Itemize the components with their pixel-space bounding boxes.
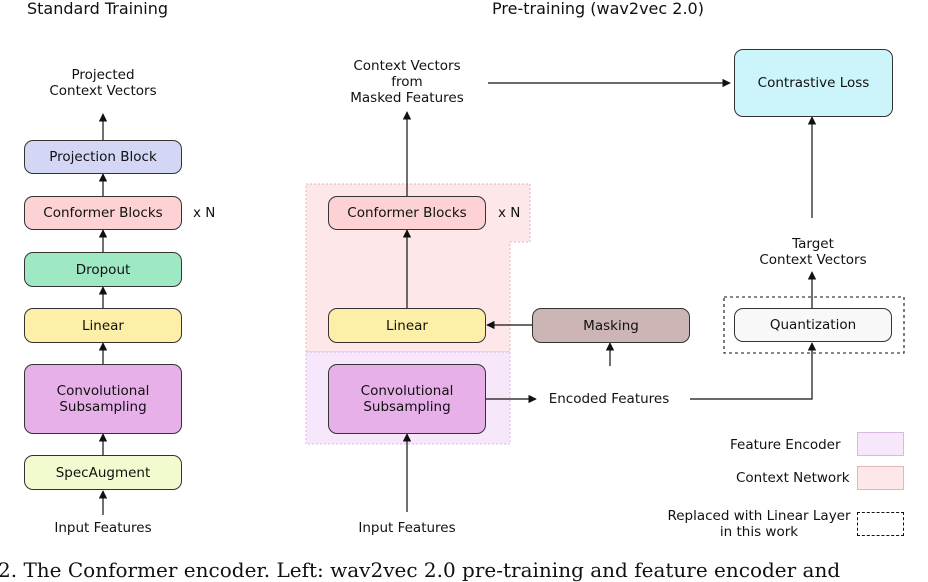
pretraining-linear-block: Linear	[328, 308, 486, 343]
pretraining-input-features-label: Input Features	[358, 520, 456, 536]
pretraining-convolutional-subsampling-block: Convolutional Subsampling	[328, 364, 486, 434]
specaugment-block: SpecAugment	[24, 455, 182, 490]
legend-context-network-swatch	[857, 466, 904, 490]
projected-context-vectors-label: Projected Context Vectors	[49, 67, 157, 99]
linear-block: Linear	[24, 308, 182, 343]
legend-replaced-label: Replaced with Linear Layer in this work	[667, 508, 851, 540]
dropout-block: Dropout	[24, 252, 182, 287]
quantization-replacement-frame	[723, 296, 905, 354]
conformer-repeat-label: x N	[193, 205, 216, 221]
conformer-blocks: Conformer Blocks	[24, 196, 182, 230]
arrow-encoded-to-quantization	[690, 342, 817, 400]
masked-context-vectors-label: Context Vectors from Masked Features	[350, 58, 464, 106]
pretraining-conformer-blocks: Conformer Blocks	[328, 196, 486, 230]
legend-feature-encoder-label: Feature Encoder	[730, 437, 841, 453]
encoded-features-label: Encoded Features	[548, 391, 670, 407]
legend-context-network-label: Context Network	[736, 470, 850, 486]
projection-block: Projection Block	[24, 140, 182, 174]
masking-block: Masking	[532, 308, 690, 343]
pretraining-conformer-repeat-label: x N	[498, 205, 521, 221]
contrastive-loss-block: Contrastive Loss	[734, 49, 893, 117]
target-context-vectors-label: Target Context Vectors	[759, 236, 867, 268]
figure-caption: 2. The Conformer encoder. Left: wav2vec …	[0, 558, 841, 582]
standard-input-features-label: Input Features	[54, 520, 152, 536]
quantization-block: Quantization	[734, 308, 892, 342]
legend-feature-encoder-swatch	[857, 432, 904, 456]
figure: Standard Training Pre-training (wav2vec …	[0, 0, 905, 581]
standard-training-title: Standard Training	[27, 0, 169, 18]
pretraining-title: Pre-training (wav2vec 2.0)	[492, 0, 704, 18]
legend-replaced-swatch	[857, 512, 904, 536]
convolutional-subsampling-block: Convolutional Subsampling	[24, 364, 182, 434]
